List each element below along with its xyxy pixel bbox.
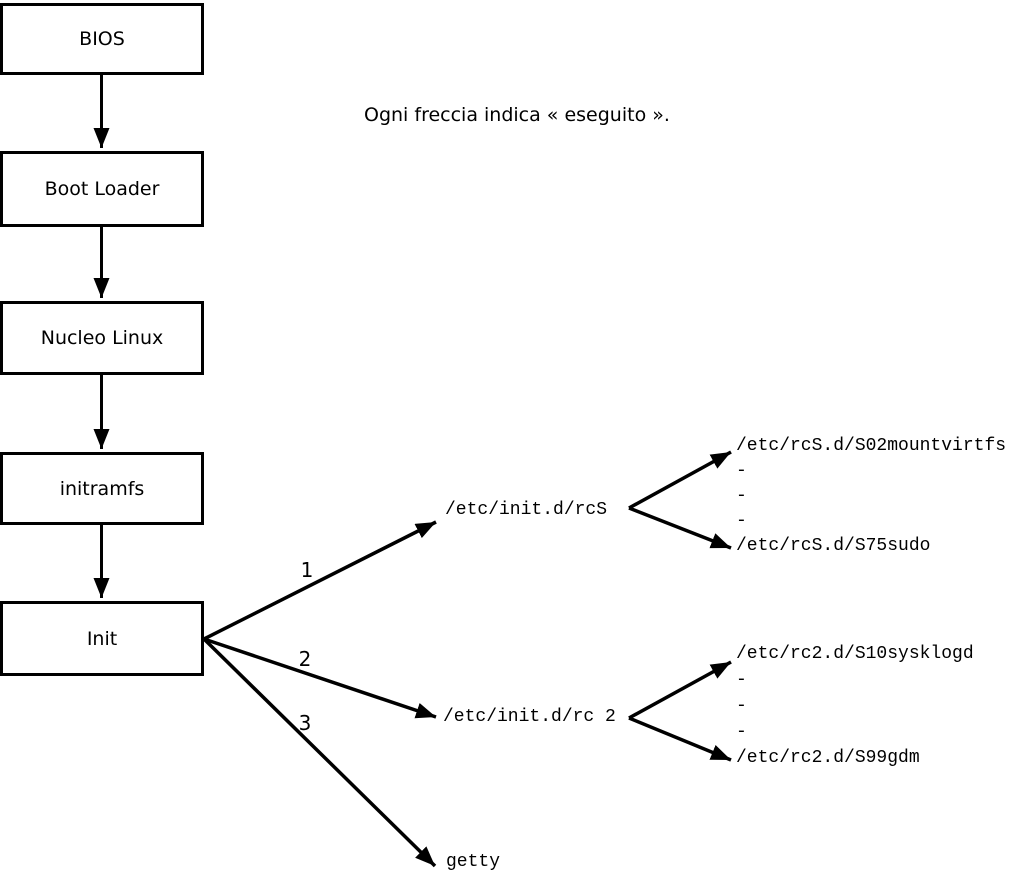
node-bios: BIOS	[0, 3, 204, 75]
node-nucleo-linux: Nucleo Linux	[0, 301, 204, 375]
node-init-label: Init	[86, 627, 118, 650]
node-boot-loader-label: Boot Loader	[44, 178, 160, 200]
arrow-init-rcs	[203, 520, 437, 641]
label-rcs-entry-s02mountvirtfs: /etc/rcS.d/S02mountvirtfs	[736, 436, 1007, 456]
label-rc2-entry-s99gdm: /etc/rc2.d/S99gdm	[736, 748, 920, 768]
label-rcs-entry-dash: -	[736, 486, 747, 506]
label-rcs-entry-s75sudo: /etc/rcS.d/S75sudo	[736, 536, 931, 556]
label-rc2-entry-dash: -	[736, 670, 747, 690]
label-getty: getty	[446, 852, 501, 872]
node-initramfs: initramfs	[0, 452, 204, 525]
arrow-rcs-last	[628, 506, 732, 550]
label-rc2-entry-dash: -	[736, 696, 747, 716]
label-init-d-rcs: /etc/init.d/rcS	[445, 500, 608, 520]
node-bios-label: BIOS	[79, 28, 125, 50]
arrow-init-rc2	[203, 637, 437, 719]
node-boot-loader: Boot Loader	[0, 151, 204, 227]
arrow-rcs-first	[628, 450, 732, 510]
label-rc2-entry-dash: -	[736, 722, 747, 742]
node-nucleo-linux-label: Nucleo Linux	[40, 327, 164, 349]
label-init-d-rc2: /etc/init.d/rc 2	[443, 707, 616, 727]
arrow-rc2-first	[628, 660, 732, 720]
edge-label-1: 1	[300, 558, 314, 582]
node-init: Init	[0, 601, 204, 676]
arrow-init-getty	[202, 637, 437, 868]
label-rcs-entry-dash: -	[736, 461, 747, 481]
node-initramfs-label: initramfs	[59, 477, 145, 500]
diagram-caption: Ogni freccia indica « eseguito ».	[364, 104, 670, 126]
arrow-rc2-last	[628, 716, 732, 762]
label-rc2-entry-s10sysklogd: /etc/rc2.d/S10sysklogd	[736, 644, 974, 664]
edge-label-2: 2	[298, 647, 312, 671]
label-rcs-entry-dash: -	[736, 511, 747, 531]
edge-label-3: 3	[298, 711, 312, 735]
